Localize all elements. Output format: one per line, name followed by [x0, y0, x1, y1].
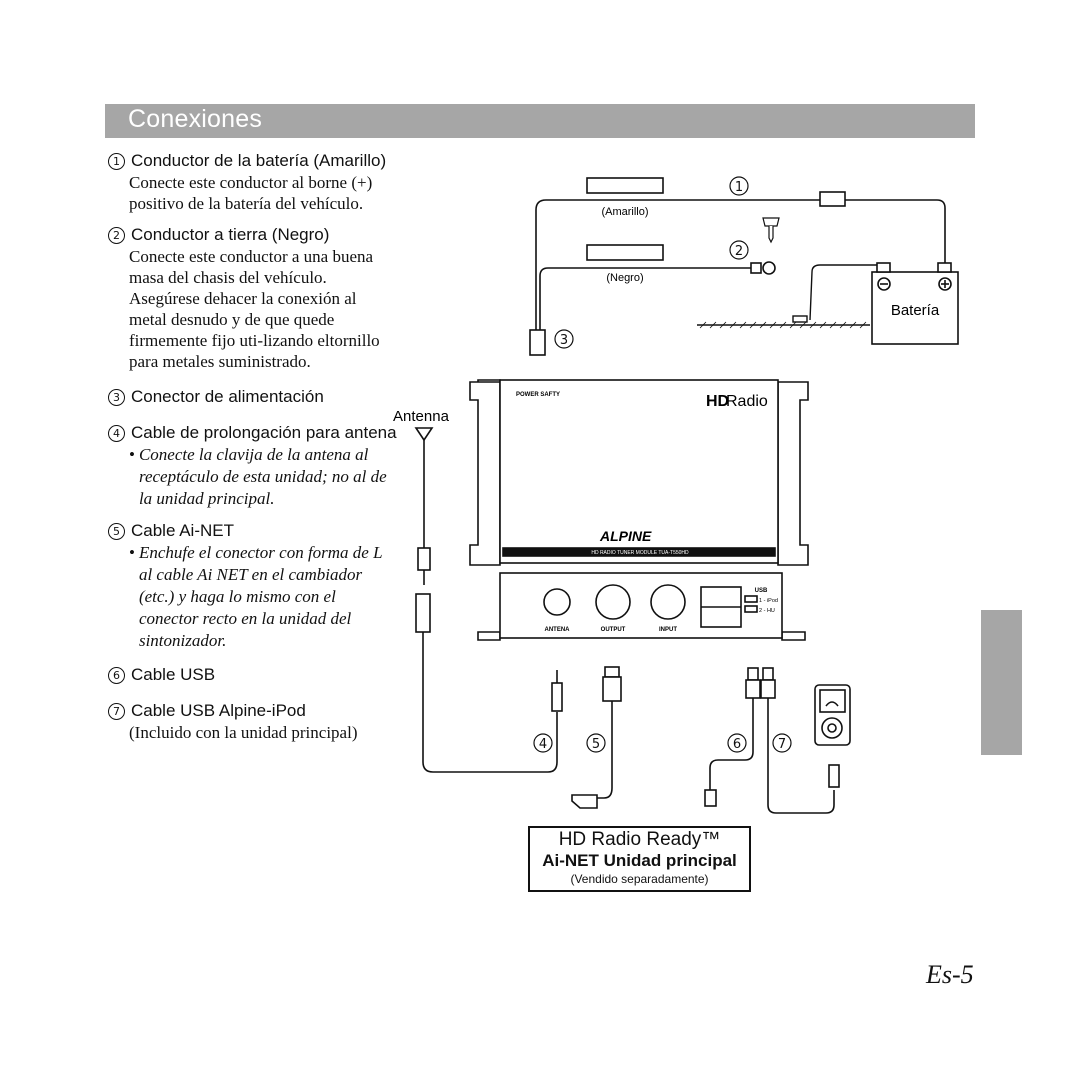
- section-title: Conexiones: [128, 105, 263, 133]
- item-2-number: 2: [108, 227, 125, 244]
- item-7-description: (Incluido con la unidad principal): [129, 723, 358, 742]
- ai-net-cable: [571, 666, 622, 809]
- power-connector-icon: [529, 329, 546, 356]
- chassis-ground: [697, 264, 878, 329]
- screw-icon: [762, 217, 780, 244]
- hd-radio-ready-title: HD Radio Ready™: [558, 829, 721, 850]
- ai-net-head-unit-label: Ai-NET Unidad principal: [542, 851, 737, 870]
- battery-icon: [871, 262, 959, 345]
- section-header-bar: Conexiones: [105, 104, 975, 138]
- wire-label-box: [586, 244, 664, 261]
- item-6-heading: 6 Cable USB: [108, 664, 398, 686]
- port-output-label: OUTPUT: [601, 627, 626, 633]
- callout-5-circle: [586, 733, 606, 753]
- bullet-icon: •: [129, 445, 135, 464]
- item-6-number: 6: [108, 667, 125, 684]
- item-1-title: Conductor de la batería (Amarillo): [131, 151, 387, 170]
- item-4-heading: 4 Cable de prolongación para antena: [108, 422, 398, 444]
- callout-2: 2: [735, 244, 743, 259]
- callout-4: 4: [539, 737, 547, 752]
- callout-4-circle: [533, 733, 553, 753]
- item-4-note: • Conecte la clavija de la antena al rec…: [129, 444, 398, 510]
- item-7-title: Cable USB Alpine-iPod: [131, 701, 306, 720]
- wire-label-box: [586, 177, 664, 194]
- item-2-description: Conecte este conductor a una buena masa …: [129, 247, 380, 371]
- callout-group: [533, 176, 792, 753]
- item-3-number: 3: [108, 389, 125, 406]
- battery-label: Batería: [891, 302, 940, 319]
- antenna-label: Antenna: [393, 408, 450, 425]
- item-6-title: Cable USB: [131, 665, 216, 684]
- input-port: [650, 584, 686, 620]
- bullet-icon: •: [129, 543, 135, 562]
- item-5-number: 5: [108, 523, 125, 540]
- yellow-wire-label: (Amarillo): [601, 206, 648, 218]
- ipod-cable: [760, 667, 840, 814]
- callout-1: 1: [735, 180, 743, 195]
- item-1-heading: 1 Conductor de la batería (Amarillo): [108, 150, 398, 172]
- port-antenna-label: ANTENA: [545, 627, 571, 633]
- item-4-title: Cable de prolongación para antena: [131, 423, 397, 442]
- fuse-icon: [819, 191, 846, 207]
- connections-list: 1 Conductor de la batería (Amarillo) Con…: [108, 150, 398, 743]
- usb-1-label: 1 - iPod: [759, 598, 778, 604]
- connection-diagram: (Amarillo) (Negro) Batería: [393, 176, 959, 814]
- ring-terminal-icon: [762, 261, 776, 275]
- head-unit-caption-box: HD Radio Ready™ Ai-NET Unidad principal …: [528, 826, 751, 892]
- usb-2-label: 2 - HU: [759, 608, 775, 614]
- tuner-unit-top: [469, 379, 809, 566]
- item-2-title: Conductor a tierra (Negro): [131, 225, 330, 244]
- usb-cable: [704, 667, 761, 807]
- port-input-label: INPUT: [659, 627, 677, 633]
- side-language-tab: [981, 610, 1022, 755]
- item-1-description: Conecte este conductor al borne (+) posi…: [129, 173, 373, 213]
- radio-logo: Radio: [726, 393, 768, 410]
- module-text: HD RADIO TUNER MODULE TUA-T550HD: [591, 550, 689, 556]
- item-5-note-text: Enchufe el conector con forma de L al ca…: [138, 543, 383, 650]
- item-5-note: • Enchufe el conector con forma de L al …: [129, 542, 398, 652]
- antenna-icon: [414, 427, 434, 442]
- antenna-port: [543, 588, 571, 616]
- ground-wire: [539, 244, 776, 330]
- black-wire-label: (Negro): [606, 272, 643, 284]
- sold-separately-note: (Vendido separadamente): [570, 872, 709, 886]
- item-1-number: 1: [108, 153, 125, 170]
- battery-wire: [535, 177, 946, 330]
- callout-1-circle: [729, 176, 749, 196]
- callout-3-circle: [554, 329, 574, 349]
- antenna-cable: [414, 427, 563, 773]
- item-4-number: 4: [108, 425, 125, 442]
- usb-label: USB: [755, 588, 768, 594]
- item-7-heading: 7 Cable USB Alpine-iPod: [108, 700, 398, 722]
- ground-terminal-icon: [750, 262, 762, 274]
- callout-5: 5: [592, 737, 600, 752]
- callout-6-circle: [727, 733, 747, 753]
- power-safety-label: POWER SAFTY: [516, 392, 560, 398]
- callout-7: 7: [778, 737, 786, 752]
- item-7-number: 7: [108, 703, 125, 720]
- item-3-heading: 3 Conector de alimentación: [108, 386, 398, 408]
- alpine-brand: ALPINE: [599, 528, 652, 544]
- item-5-title: Cable Ai-NET: [131, 521, 234, 540]
- hd-logo: HD: [706, 393, 729, 410]
- ipod-icon: [814, 684, 851, 746]
- item-4-note-text: Conecte la clavija de la antena al recep…: [138, 445, 387, 508]
- item-5-heading: 5 Cable Ai-NET: [108, 520, 398, 542]
- tuner-unit-front: [477, 572, 806, 641]
- callout-7-circle: [772, 733, 792, 753]
- output-port: [595, 584, 631, 620]
- callout-3: 3: [560, 333, 568, 348]
- page-number: Es-5: [926, 960, 974, 989]
- callout-2-circle: [729, 240, 749, 260]
- item-3-title: Conector de alimentación: [131, 387, 324, 406]
- callout-6: 6: [733, 737, 741, 752]
- item-2-heading: 2 Conductor a tierra (Negro): [108, 224, 398, 246]
